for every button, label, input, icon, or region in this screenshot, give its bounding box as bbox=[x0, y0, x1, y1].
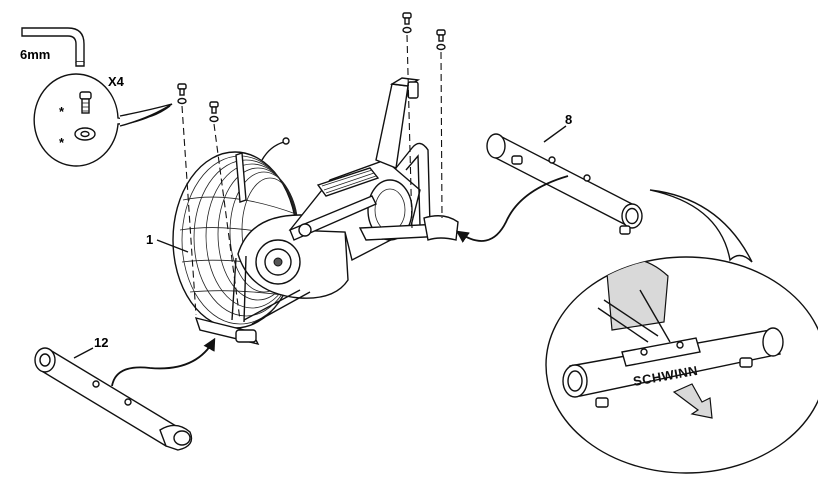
hardware-callout: 6mm X4 * * bbox=[20, 28, 172, 166]
callout-front-stabilizer: 12 bbox=[94, 335, 108, 350]
washer-icon bbox=[178, 99, 186, 104]
detail-callout: SCHWINN bbox=[546, 190, 818, 473]
washer-icon bbox=[437, 45, 445, 50]
bolt-icon bbox=[210, 102, 218, 122]
hardware-quantity-label: X4 bbox=[108, 74, 125, 89]
callout-rear-stabilizer-leader bbox=[544, 126, 566, 142]
washer-icon bbox=[210, 117, 218, 122]
bolt-icon bbox=[80, 92, 91, 113]
rear-stabilizer bbox=[487, 134, 642, 234]
bolt-icon bbox=[437, 30, 445, 50]
callout-frame: 1 bbox=[146, 232, 153, 247]
callout-rear-stabilizer: 8 bbox=[565, 112, 572, 127]
front-stabilizer bbox=[35, 348, 192, 450]
hardware-bubble bbox=[34, 74, 170, 166]
bolt-icon bbox=[178, 84, 186, 104]
front-stabilizer-arrow bbox=[112, 340, 214, 386]
hex-key-size-label: 6mm bbox=[20, 47, 50, 62]
washer-icon bbox=[75, 128, 95, 140]
callout-front-stabilizer-leader bbox=[74, 348, 93, 358]
bolt-icon bbox=[403, 13, 411, 33]
washer-icon bbox=[403, 28, 411, 33]
